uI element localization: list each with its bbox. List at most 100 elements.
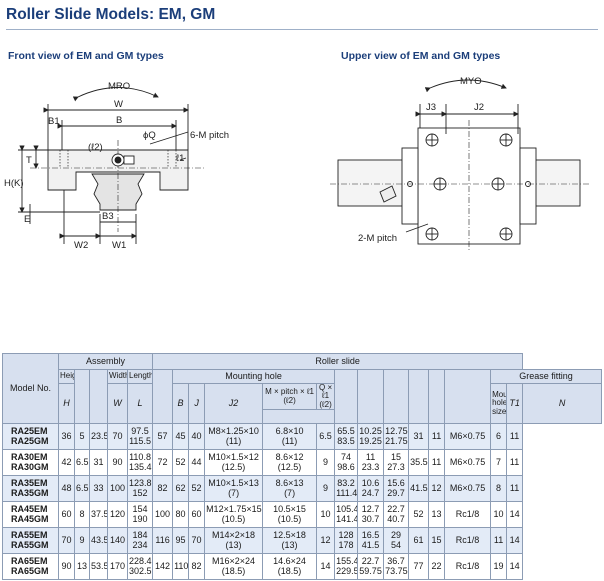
cell-H: 48 (58, 475, 75, 503)
mounting-hole-header: Mounting hole (172, 369, 336, 384)
cell-N: 11 (506, 449, 524, 477)
cell-B: 142 (152, 553, 174, 581)
width-header: Width (107, 369, 128, 384)
cell-B1: 9 (316, 449, 336, 477)
col-t1: T1 (506, 382, 524, 425)
cell-mp1: M10×1.5×13(7) (204, 475, 264, 503)
cell-J: 52 (172, 449, 190, 477)
cell-W: 90 (107, 449, 128, 477)
length-header: Length (126, 369, 154, 384)
cell-W: 170 (107, 553, 128, 581)
assembly-header: Assembly (57, 353, 154, 370)
cell-J: 62 (172, 475, 190, 503)
cell-T1: 11 (490, 527, 508, 555)
cell-E: 9 (74, 527, 90, 555)
label-j3: J3 (426, 102, 436, 113)
cell-H: 60 (58, 501, 75, 529)
cell-mp1: M16×2×24(18.5) (204, 553, 264, 581)
cell-q1: 8.6×13(7) (262, 475, 318, 503)
cell-J: 80 (172, 501, 190, 529)
label-w2: W2 (74, 240, 88, 251)
col-l: L (126, 382, 154, 425)
height-header: Height (58, 369, 75, 384)
cell-E: 5 (74, 423, 90, 451)
cell-J2: 60 (188, 501, 206, 529)
cell-E: 8 (74, 501, 90, 529)
label-q: ϕQ (143, 130, 156, 141)
cell-J: 45 (172, 423, 190, 451)
cell-W: 120 (107, 501, 128, 529)
cell-N: 11 (506, 475, 524, 503)
cell-K: 61 (408, 527, 430, 555)
cell-K: 77 (408, 553, 430, 581)
col-q-l1: Q × ℓ1 (319, 383, 333, 401)
col-mpitch-l1: M × pitch × ℓ1 (265, 387, 314, 397)
col-mhs-l2: hole size (492, 398, 507, 416)
cell-T: 11 (428, 449, 446, 477)
cell-W2: 33 (89, 475, 108, 503)
title-divider (6, 29, 598, 30)
label-j2: J2 (474, 102, 484, 113)
cell-mhs: M6×0.75 (444, 423, 492, 451)
cell-B: 100 (152, 501, 174, 529)
cell-W2: 31 (89, 449, 108, 477)
cell-K: 35.5 (408, 449, 430, 477)
cell-J: 110 (172, 553, 190, 581)
label-myo: MYO (460, 76, 482, 87)
cell-K: 31 (408, 423, 430, 451)
cell-T: 11 (428, 423, 446, 451)
col-w: W (107, 382, 128, 425)
label-mro: MRO (108, 81, 130, 92)
cell-mhs: Rc1/8 (444, 553, 492, 581)
front-view-drawing (18, 87, 205, 244)
cell-T: 13 (428, 501, 446, 529)
cell-T: 15 (428, 527, 446, 555)
cell-W2: 37.5 (89, 501, 108, 529)
model-no-header: Model No. (2, 352, 59, 425)
label-m-pitch: 6-M pitch (190, 130, 229, 141)
cell-T: 12 (428, 475, 446, 503)
cell-T1: 8 (490, 475, 508, 503)
cell-J: 95 (172, 527, 190, 555)
cell-B: 72 (152, 449, 174, 477)
cell-T1: 6 (490, 423, 508, 451)
label-e: E (24, 214, 30, 225)
cell-q1: 12.5×18(13) (262, 527, 318, 555)
col-n: N (522, 382, 602, 425)
cell-N: 11 (506, 423, 524, 451)
cell-T1: 10 (490, 501, 508, 529)
cell-T1: 19 (490, 553, 508, 581)
col-j2: J2 (204, 382, 264, 425)
grease-fitting-header: Grease fitting (490, 369, 602, 384)
label-w: W (114, 99, 123, 110)
page-title: Roller Slide Models: EM, GM (6, 6, 216, 23)
col-mpitch-l2: (ℓ2) (283, 395, 296, 405)
cell-J2: 44 (188, 449, 206, 477)
cell-mp1: M12×1.75×15(10.5) (204, 501, 264, 529)
cell-J2: 40 (188, 423, 206, 451)
label-hk: H(K) (4, 178, 24, 189)
